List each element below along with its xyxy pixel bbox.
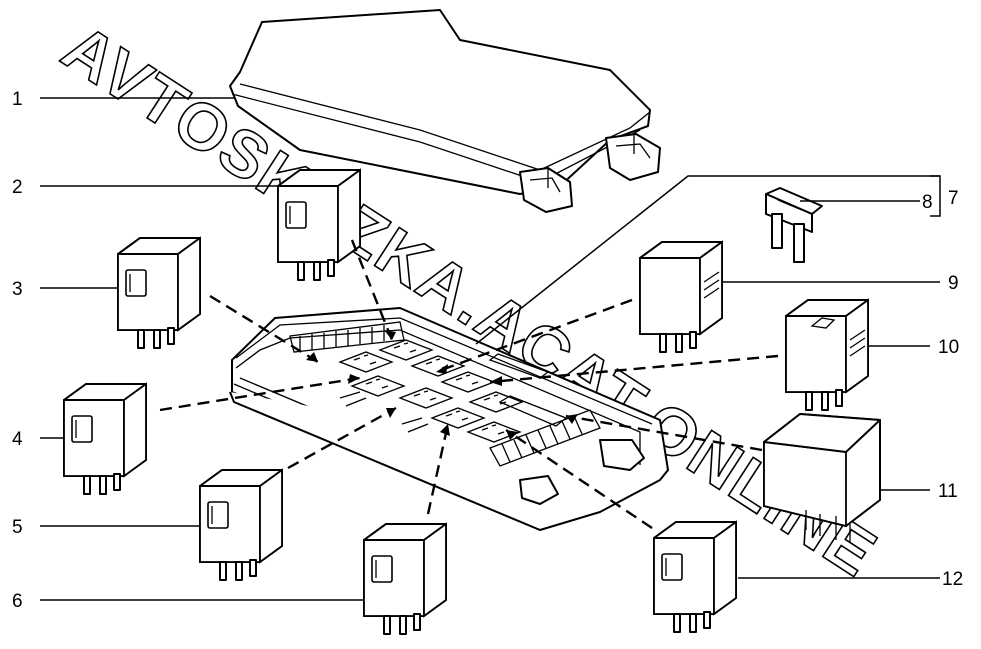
callout-4: 4 — [12, 429, 23, 450]
callout-3: 3 — [12, 279, 23, 300]
callout-6: 6 — [12, 591, 23, 612]
relay-3-icon — [117, 237, 201, 349]
relay-5-icon — [199, 469, 283, 581]
cover-lid-icon — [229, 9, 661, 213]
callout-7: 7 — [948, 188, 959, 209]
callout-11: 11 — [938, 481, 958, 502]
fuse-row-right — [489, 409, 601, 467]
callout-2: 2 — [12, 177, 23, 198]
assembly-arrows — [159, 239, 779, 529]
relay-4-icon — [63, 383, 147, 495]
relay-6-icon — [363, 523, 447, 635]
callout-5: 5 — [12, 517, 23, 538]
fuse-box-base-icon — [229, 307, 669, 531]
leader-lines — [40, 97, 941, 601]
callout-12: 12 — [942, 569, 963, 590]
callout-10: 10 — [938, 337, 959, 358]
callout-1: 1 — [12, 89, 23, 110]
callout-9: 9 — [948, 273, 959, 294]
blade-fuse-icon — [765, 187, 823, 263]
large-relay-icon — [763, 413, 881, 542]
callout-8: 8 — [922, 192, 933, 213]
relay-9-icon — [639, 241, 723, 353]
relay-12-icon — [653, 521, 737, 633]
relay-10-icon — [785, 299, 869, 411]
